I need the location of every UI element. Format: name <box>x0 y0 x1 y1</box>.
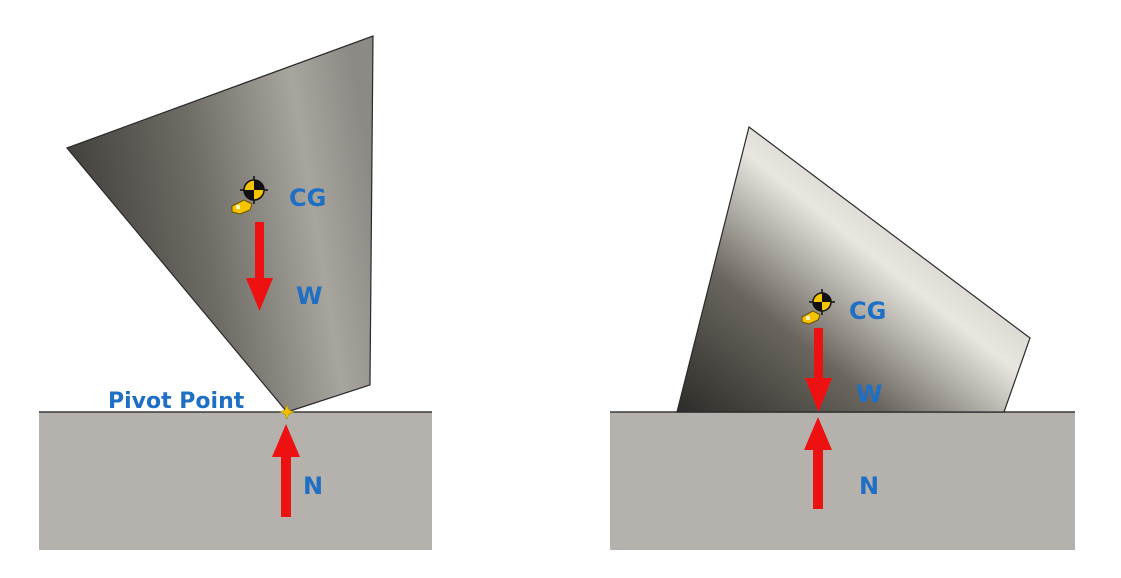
left-cg-icon <box>231 176 268 215</box>
right-normal-arrow <box>804 417 832 509</box>
right-normal-label: N <box>859 472 879 500</box>
right-ground <box>610 412 1075 550</box>
pivot-star-icon <box>279 404 295 420</box>
left-weight-label: W <box>296 282 322 310</box>
left-normal-label: N <box>303 472 323 500</box>
left-weight-arrow <box>246 222 273 311</box>
left-ground <box>39 412 432 550</box>
right-panel: CG W N <box>610 125 1075 550</box>
left-normal-arrow <box>272 424 300 517</box>
right-tilted-block <box>676 125 1031 413</box>
left-tilted-block <box>65 35 374 413</box>
right-cg-label: CG <box>849 297 886 325</box>
right-weight-arrow <box>805 328 832 412</box>
right-cg-icon <box>801 289 835 325</box>
left-panel: CG W Pivot Point N <box>39 35 432 550</box>
left-cg-label: CG <box>289 184 326 212</box>
left-pivot-label: Pivot Point <box>108 389 245 414</box>
right-weight-label: W <box>856 380 882 408</box>
